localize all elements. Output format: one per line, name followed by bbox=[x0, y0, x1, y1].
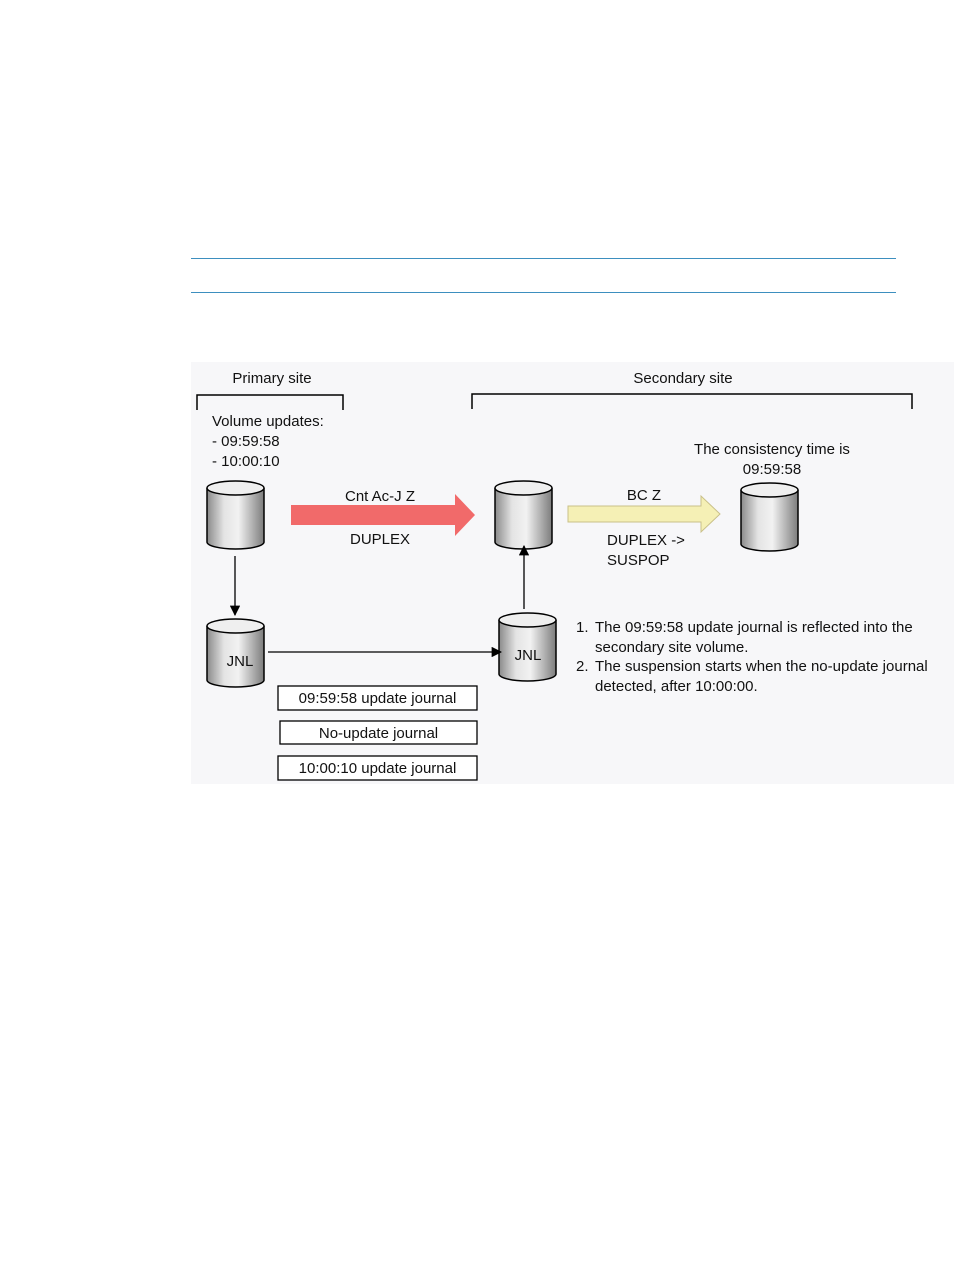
bc-arrow-status-line1: DUPLEX -> bbox=[607, 532, 685, 549]
bc-arrow-status-line2: SUSPOP bbox=[607, 552, 670, 569]
journal-entry-label: 09:59:58 update journal bbox=[299, 690, 457, 707]
consistency-time-line1: The consistency time is bbox=[694, 441, 850, 458]
volume-update-item: - 09:59:58 bbox=[212, 433, 280, 450]
cnt-arrow-status: DUPLEX bbox=[350, 531, 410, 548]
note-text-line1: The 09:59:58 update journal is reflected… bbox=[595, 619, 913, 636]
secondary-site-bracket bbox=[471, 393, 913, 409]
cnt-replication-arrow-icon bbox=[291, 494, 475, 536]
primary-jnl-label: JNL bbox=[227, 653, 254, 670]
header-rule-top bbox=[191, 258, 896, 259]
note-number: 2. bbox=[576, 658, 589, 675]
primary-volume-icon bbox=[206, 480, 265, 550]
primary-journal-icon bbox=[206, 618, 265, 688]
secondary-site-label: Secondary site bbox=[633, 370, 732, 387]
secondary-journal-icon bbox=[498, 612, 557, 682]
bc-copy-arrow-icon bbox=[567, 494, 721, 534]
journal-entry: No-update journal bbox=[279, 720, 478, 745]
journal-entry: 09:59:58 update journal bbox=[277, 685, 478, 711]
volume-update-item: - 10:00:10 bbox=[212, 453, 280, 470]
note-text-line1: The suspension starts when the no-update… bbox=[595, 658, 928, 675]
secondary-jnl-label: JNL bbox=[515, 647, 542, 664]
volume-updates-heading: Volume updates: bbox=[212, 413, 324, 430]
bc-target-volume-icon bbox=[740, 482, 799, 552]
primary-site-bracket bbox=[196, 394, 344, 410]
diagram-background bbox=[191, 362, 954, 784]
cnt-arrow-label: Cnt Ac-J Z bbox=[345, 488, 415, 505]
note-number: 1. bbox=[576, 619, 589, 636]
journal-entry-label: 10:00:10 update journal bbox=[299, 760, 457, 777]
consistency-time-line2: 09:59:58 bbox=[743, 461, 801, 478]
secondary-volume-icon bbox=[494, 480, 553, 550]
journal-entry: 10:00:10 update journal bbox=[277, 755, 478, 781]
header-rule-bottom bbox=[191, 292, 896, 293]
note-text-line2: detected, after 10:00:00. bbox=[595, 678, 758, 695]
journal-entry-label: No-update journal bbox=[319, 725, 438, 742]
note-text-line2: secondary site volume. bbox=[595, 639, 748, 656]
primary-site-label: Primary site bbox=[232, 370, 311, 387]
bc-arrow-label: BC Z bbox=[627, 487, 661, 504]
